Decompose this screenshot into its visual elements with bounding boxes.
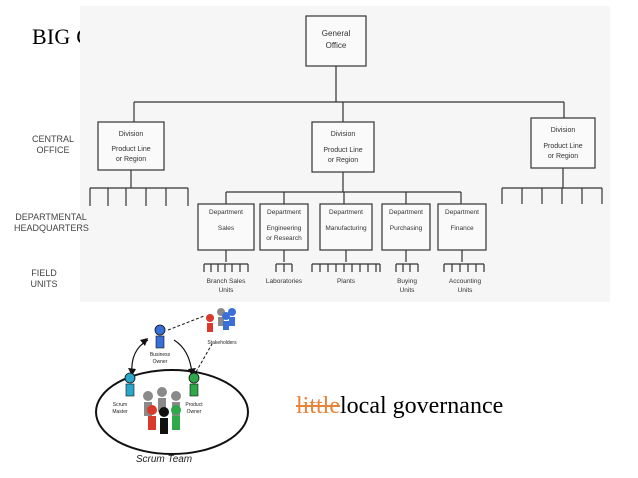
department-purchasing-box (381, 203, 431, 251)
svg-text:Buying: Buying (397, 278, 417, 285)
field-comb-labs (275, 263, 293, 272)
business-owner-label-1: Business (150, 352, 171, 358)
svg-text:Laboratories: Laboratories (266, 278, 303, 285)
division-box-2 (311, 121, 375, 173)
general-office-box (305, 15, 367, 67)
svg-text:Department: Department (267, 209, 301, 216)
svg-text:Units: Units (219, 287, 235, 294)
departmental-hq-label: DEPARTMENTAL HEADQUARTERS (14, 212, 89, 233)
svg-text:Division: Division (551, 127, 576, 134)
field-comb-plants (311, 263, 381, 272)
business-owner-person (154, 324, 166, 349)
field-units-label: FIELD UNITS (30, 268, 58, 289)
scrum-team-label: Scrum Team (136, 454, 192, 465)
scrum-master-label-1: Scrum (113, 402, 127, 408)
svg-text:Division: Division (119, 131, 144, 138)
department-sales-box (197, 203, 255, 251)
svg-text:or Research: or Research (266, 235, 302, 242)
scrum-master-label-2: Master (112, 409, 128, 415)
stakeholders-label: Stakeholders (207, 340, 237, 346)
team-members (143, 387, 181, 434)
svg-text:or Region: or Region (116, 156, 146, 163)
svg-text:Product Line: Product Line (323, 147, 362, 154)
svg-text:Product Line: Product Line (111, 146, 150, 153)
svg-text:Finance: Finance (450, 225, 474, 232)
general-office-line2: Office (326, 41, 347, 50)
svg-text:Division: Division (331, 131, 356, 138)
svg-text:or Region: or Region (328, 157, 358, 164)
department-manufacturing-box (319, 203, 373, 251)
field-comb-sales (203, 263, 249, 272)
svg-text:Engineering: Engineering (267, 225, 302, 232)
arc-owner-stakeholders (167, 315, 205, 331)
struck-word: little (296, 393, 340, 419)
central-office-label: CENTRAL OFFICE (31, 134, 74, 155)
svg-text:Manufacturing: Manufacturing (325, 225, 367, 232)
svg-text:Product Line: Product Line (543, 143, 582, 150)
field-comb-buying (395, 263, 419, 272)
svg-text:Accounting: Accounting (449, 278, 482, 285)
org-chart-diagram: General Office Division Product Line or … (89, 15, 603, 294)
local-governance-caption: littlelocal governance (296, 393, 503, 420)
svg-text:Department: Department (445, 209, 479, 216)
arc-product-stakeholders (195, 343, 213, 373)
svg-text:Department: Department (329, 209, 363, 216)
svg-text:Department: Department (209, 209, 243, 216)
scrum-team-ellipse (95, 369, 249, 455)
stakeholders-group (206, 308, 236, 332)
svg-text:Units: Units (400, 287, 416, 294)
product-owner-label-2: Owner (187, 409, 202, 415)
svg-text:Department: Department (389, 209, 423, 216)
department-finance-box (437, 203, 487, 251)
svg-text:Branch Sales: Branch Sales (207, 278, 246, 285)
scrum-master-person (124, 372, 136, 397)
general-office-line1: General (322, 29, 351, 38)
caption-rest: local governance (340, 393, 504, 419)
product-owner-label-1: Product (185, 402, 203, 408)
business-owner-label-2: Owner (153, 359, 168, 365)
svg-text:Purchasing: Purchasing (390, 225, 423, 232)
svg-text:Sales: Sales (218, 225, 235, 232)
svg-text:Plants: Plants (337, 278, 356, 285)
org-chart: CENTRAL OFFICE DEPARTMENTAL HEADQUARTERS… (14, 6, 610, 302)
department-engineering-box (259, 203, 309, 251)
svg-text:Units: Units (458, 287, 474, 294)
division-box-3 (530, 117, 596, 169)
product-owner-person (188, 372, 200, 397)
field-comb-accounting (443, 263, 485, 272)
svg-text:or Region: or Region (548, 153, 578, 160)
scrum-diagram: Business Owner Stakeholders Scrum Master… (95, 308, 249, 465)
